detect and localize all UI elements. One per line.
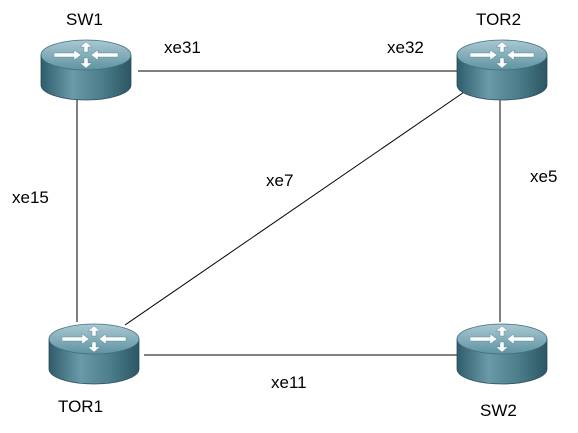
port-label-xe7: xe7 — [266, 171, 293, 190]
port-labels: xe31 xe32 xe15 xe7 xe5 xe11 — [12, 38, 557, 392]
node-label-sw2: SW2 — [480, 401, 517, 420]
port-label-xe31: xe31 — [164, 38, 201, 57]
node-sw2[interactable] — [456, 323, 548, 385]
node-label-tor1: TOR1 — [58, 397, 103, 416]
port-label-xe32: xe32 — [387, 38, 424, 57]
node-tor1[interactable] — [48, 323, 140, 385]
router-icon — [456, 39, 548, 101]
node-label-tor2: TOR2 — [476, 10, 521, 29]
router-icon — [48, 323, 140, 385]
node-sw1[interactable] — [40, 39, 132, 101]
node-labels: SW1 TOR2 TOR1 SW2 — [58, 10, 521, 420]
links-layer — [76, 70, 501, 356]
port-label-xe11: xe11 — [271, 373, 307, 392]
router-icon — [456, 323, 548, 385]
router-icon — [40, 39, 132, 101]
port-label-xe5: xe5 — [530, 167, 557, 186]
link-tor2-tor1 — [124, 87, 471, 326]
node-label-sw1: SW1 — [66, 10, 103, 29]
port-label-xe15: xe15 — [12, 188, 49, 207]
node-tor2[interactable] — [456, 39, 548, 101]
